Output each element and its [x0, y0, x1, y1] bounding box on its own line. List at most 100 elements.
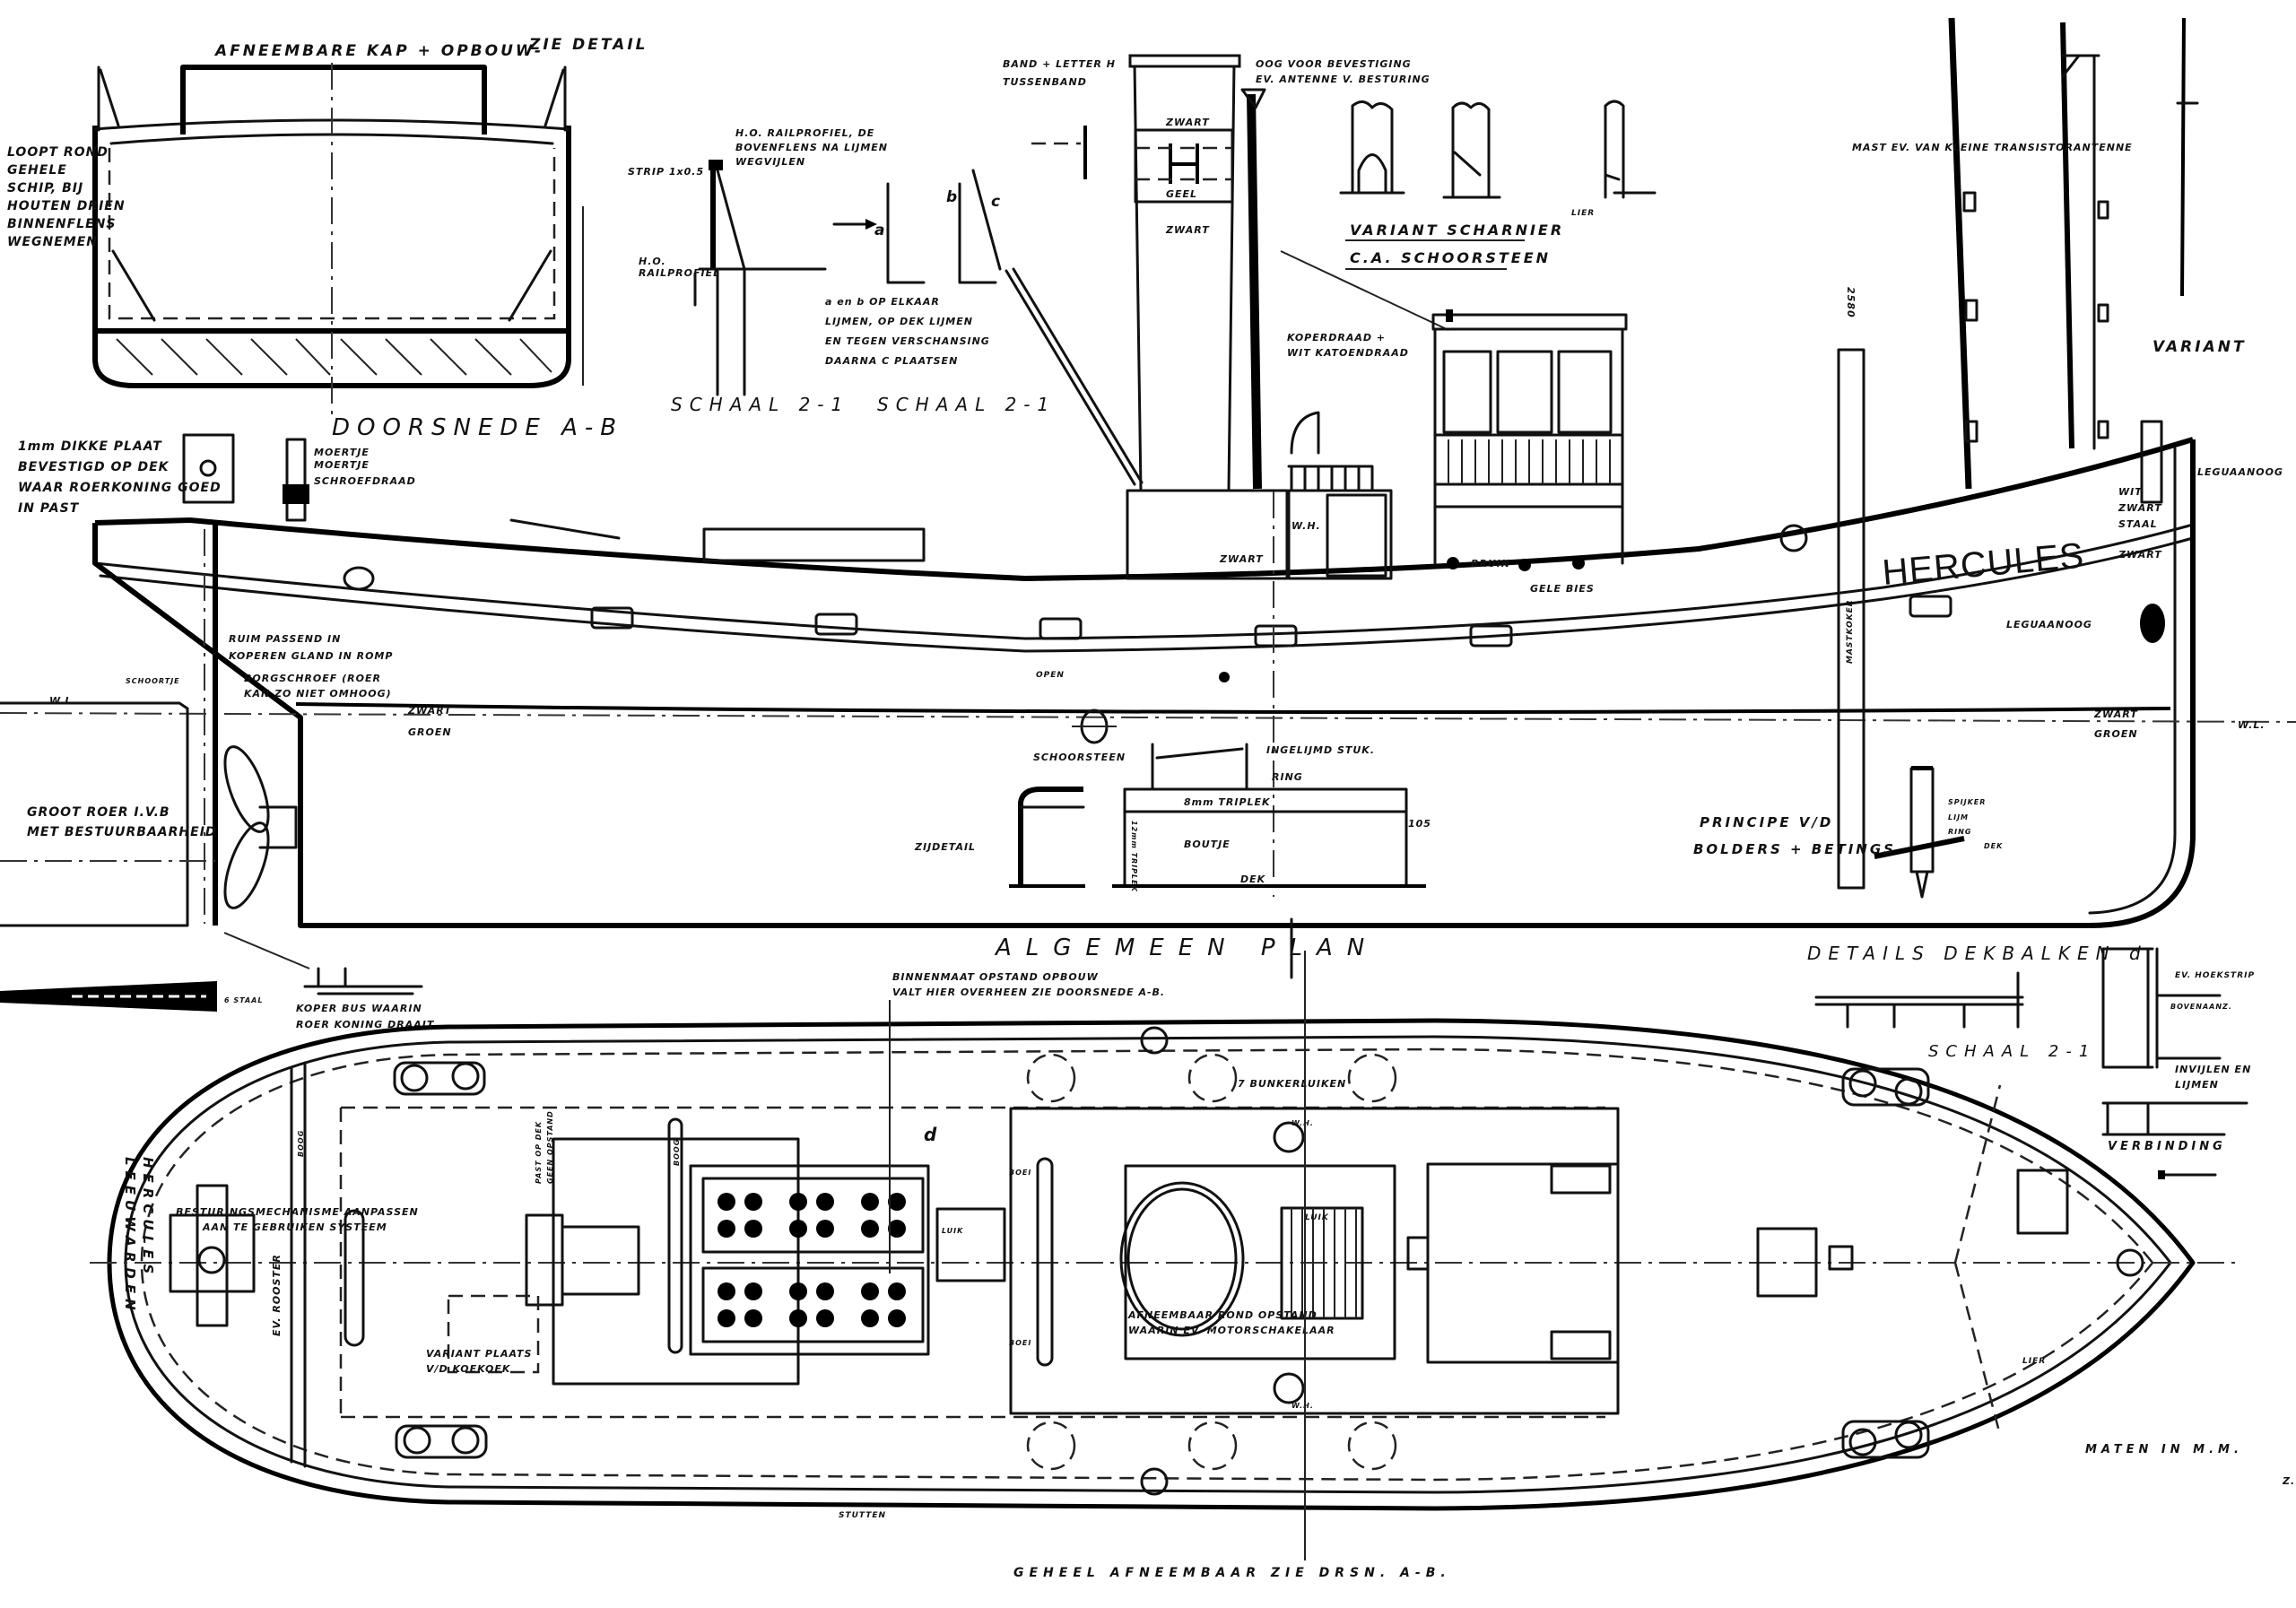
- rudder-note: GROOT ROER I.V.B: [27, 805, 170, 820]
- waterline-label: W.L.: [2238, 719, 2266, 731]
- hatch-dot: [816, 1193, 834, 1211]
- buoy-label: BOEI: [1009, 1339, 1031, 1347]
- winch-label: LIER: [2022, 1357, 2046, 1366]
- rail-note: H.O. RAILPROFIEL, DE: [735, 127, 874, 139]
- hatch-dot: [789, 1220, 807, 1238]
- part-b-label: b: [946, 188, 960, 206]
- hatch-dot: [816, 1282, 834, 1300]
- plate-note: BEVESTIGD OP DEK: [18, 460, 170, 474]
- hinge-variants: VARIANT SCHARNIER C.A. SCHOORSTEEN LIER: [1339, 100, 1657, 270]
- fairlead-label: LEGUAANOOG: [2197, 466, 2283, 478]
- general-plan-title: ALGEMEEN PLAN: [994, 934, 1378, 961]
- rudder-note: MET BESTUURBAARHEID: [27, 825, 217, 839]
- color-label: GEEL: [1166, 188, 1197, 200]
- arch-label: BOOG: [673, 1139, 681, 1166]
- funnel-band-note: BAND + LETTER H: [1003, 58, 1116, 70]
- bollard-part: DEK: [1984, 842, 2003, 850]
- connection-label: VERBINDING: [2108, 1140, 2226, 1153]
- wheelhouse: BRUIN GELE BIES: [1431, 309, 1628, 595]
- koekoek-note: VARIANT PLAATS: [426, 1348, 532, 1360]
- dimension-label: 105: [1408, 818, 1431, 830]
- variant-hinge-title: VARIANT SCHARNIER: [1350, 222, 1564, 239]
- color-label: GROEN: [2094, 728, 2138, 740]
- wire-note: KOPERDRAAD +: [1287, 332, 1386, 343]
- hatch-dot: [744, 1282, 762, 1300]
- assembly-note: DAARNA C PLAATSEN: [825, 355, 958, 367]
- steering-note: BESTURINGSMECHANISME AANPASSEN: [176, 1206, 419, 1218]
- wheel-label: W.H.: [1292, 1402, 1314, 1410]
- hatch-dot: [816, 1309, 834, 1327]
- removable-coaming-note: WAARIN EV. MOTORSCHAKELAAR: [1128, 1325, 1335, 1336]
- hatch-dot: [888, 1220, 906, 1238]
- file-glue-note: INVIJLEN EN: [2175, 1064, 2251, 1075]
- deck-note: GEEN OPSTAND: [546, 1110, 554, 1184]
- steering-note: AAN TE GEBRUIKEN SYSTEEM: [202, 1221, 387, 1233]
- note-line: SCHIP, BIJ: [7, 181, 83, 196]
- rudder-stock-details: 6 STAAL KOPER BUS WAARIN ROER KONING DRA…: [0, 932, 434, 1030]
- bunker-hatches-label: 7 BUNKERLUIKEN: [1238, 1078, 1346, 1090]
- hatch-dot: [816, 1220, 834, 1238]
- color-label: WIT: [2118, 486, 2143, 498]
- corner-strip-label: EV. HOEKSTRIP: [2175, 971, 2255, 980]
- strip-label: STRIP 1x0.5: [628, 166, 704, 178]
- waterline-label: W.L.: [49, 695, 77, 707]
- hatch-dot: [718, 1220, 735, 1238]
- plate-note: 1mm DIKKE PLAAT: [18, 439, 162, 454]
- home-port: LEEUWARDEN: [122, 1157, 138, 1316]
- bolt-label: BOUTJE: [1184, 839, 1231, 850]
- inner-size-note: VALT HIER OVERHEEN ZIE DOORSNEDE A-B.: [892, 987, 1165, 998]
- scale-label: SCHAAL 2-1: [877, 394, 1056, 415]
- bollard-part: SPIJKER: [1948, 798, 1986, 806]
- hatch-dot: [888, 1282, 906, 1300]
- color-label: ZWART: [1165, 117, 1210, 128]
- open-label: OPEN: [1036, 671, 1065, 680]
- see-detail-label: ZIE DETAIL: [528, 36, 648, 54]
- glued-piece-label: INGELIJMD STUK.: [1266, 744, 1375, 756]
- hatch-dot: [861, 1282, 879, 1300]
- deck-note: PAST OP DEK: [535, 1121, 543, 1184]
- inner-size-note: BINNENMAAT OPSTAND OPBOUW: [892, 971, 1099, 983]
- part-c-label: c: [991, 193, 1003, 211]
- hatch-label: LUIK: [1305, 1213, 1329, 1222]
- hatch-dot: [744, 1309, 762, 1327]
- bollard-part: RING: [1948, 828, 1971, 836]
- ring-label: RING: [1272, 771, 1303, 783]
- fairlead-label: LEGUAANOOG: [2006, 619, 2092, 630]
- removable-note: GEHEEL AFNEEMBAAR ZIE DRSN. A-B.: [1013, 1566, 1451, 1580]
- cross-section-ab: AFNEEMBARE KAP + OPBOUW- ZIE DETAIL LOOP…: [7, 36, 648, 441]
- gland-note: KOPEREN GLAND IN ROMP: [229, 650, 393, 662]
- hatch-dot: [744, 1220, 762, 1238]
- nut-label: MOERTJE: [314, 447, 370, 458]
- bollard-part: LIJM: [1948, 813, 1969, 821]
- funnel-band-note: TUSSENBAND: [1003, 76, 1087, 88]
- side-detail-label: ZIJDETAIL: [914, 841, 976, 853]
- plan-view: HERCULES LEEUWARDEN BESTURINGSMECHANISME…: [90, 951, 2242, 1560]
- lock-screw-note: KAN ZO NIET OMHOOG): [244, 688, 392, 700]
- hatch-dot: [861, 1193, 879, 1211]
- note-line: GEHELE: [7, 163, 67, 178]
- hatch-grating: [718, 1193, 906, 1327]
- hatch-dot: [789, 1309, 807, 1327]
- wheel-label: W.H.: [1292, 520, 1321, 532]
- profile-view: ZWART GEEL ZWART BAND + LETTER H TUSSENB…: [0, 17, 2296, 928]
- hatch-dot: [888, 1193, 906, 1211]
- koekoek-note: V/D KOEKOEK: [426, 1363, 511, 1375]
- steel-label: 6 STAAL: [224, 996, 263, 1004]
- strut-label: SCHOORTJE: [126, 677, 180, 685]
- deck-label: DEK: [1240, 874, 1266, 885]
- mast-note: MAST EV. VAN KLEINE TRANSISTORANTENNE: [1852, 142, 2133, 153]
- mast-dimension: 2580: [1845, 287, 1857, 318]
- buoy-label: BOEI: [1009, 1169, 1031, 1177]
- deck-beam-title: DETAILS DEKBALKEN d: [1807, 943, 2148, 964]
- lock-screw-note: BORGSCHROEF (ROER: [244, 673, 381, 684]
- variant-label: VARIANT: [2152, 338, 2247, 356]
- section-title: DOORSNEDE A-B: [332, 414, 623, 441]
- file-glue-note: LIJMEN: [2175, 1079, 2219, 1091]
- color-label: STAAL: [2118, 518, 2158, 530]
- plywood-label: 8mm TRIPLEK: [1184, 796, 1271, 808]
- deck-beam-details: DETAILS DEKBALKEN d SCHAAL 2-1 EV. HOEKS…: [1807, 943, 2255, 1179]
- color-label: ZWART: [1219, 553, 1264, 565]
- winch-label: LIER: [1571, 209, 1595, 218]
- grating-label: EV. ROOSTER: [271, 1254, 283, 1336]
